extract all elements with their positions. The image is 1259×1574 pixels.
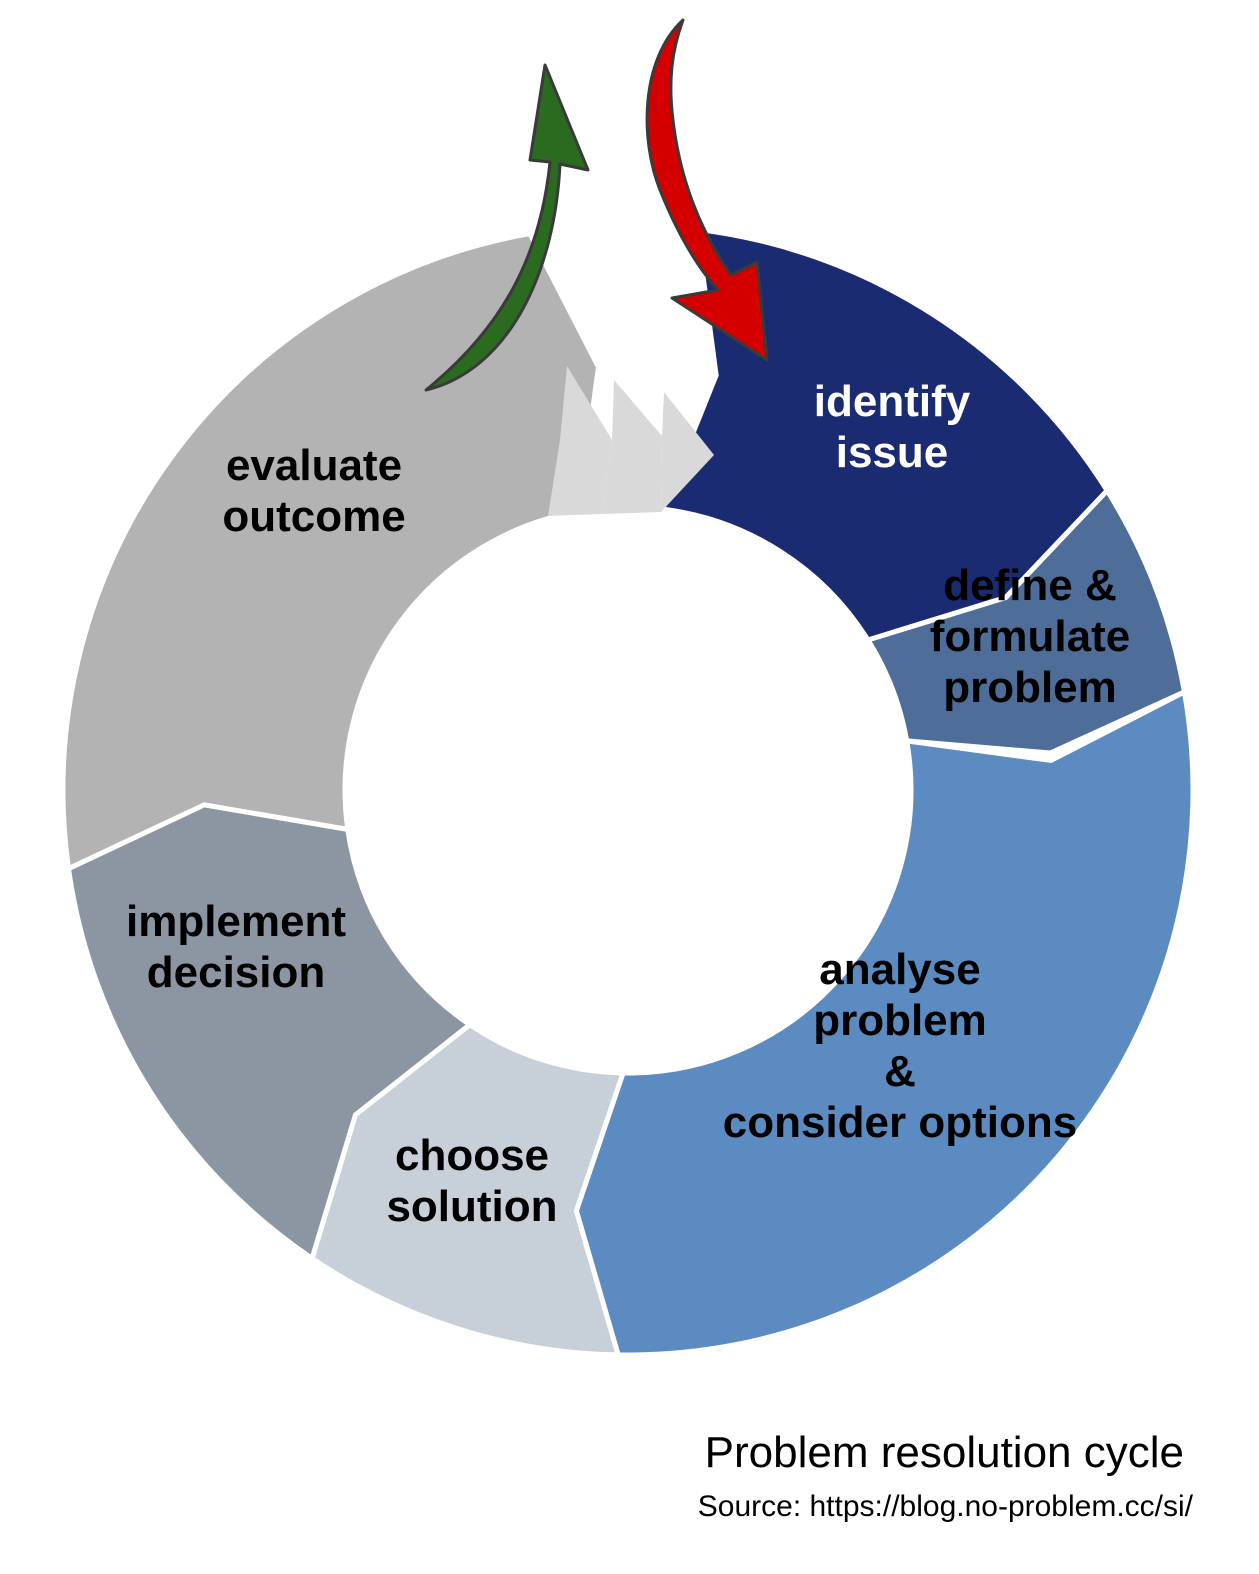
segment-evaluate bbox=[60, 230, 602, 873]
segment-identify bbox=[658, 226, 1111, 643]
label-line: formulate bbox=[930, 612, 1130, 661]
label-line: consider options bbox=[723, 1098, 1077, 1147]
segment-implement bbox=[65, 802, 474, 1263]
chevron-icon bbox=[548, 366, 612, 516]
label-line: evaluate bbox=[226, 441, 402, 490]
source-citation: Source: https://blog.no-problem.cc/si/ bbox=[697, 1490, 1193, 1523]
label-line: implement bbox=[126, 897, 346, 946]
label-line: outcome bbox=[222, 492, 405, 541]
label-line: analyse bbox=[819, 945, 980, 994]
chevron-icon bbox=[661, 392, 714, 512]
chevron-icon bbox=[602, 380, 662, 514]
flow-chevrons bbox=[548, 366, 714, 516]
label-line: problem bbox=[943, 663, 1117, 712]
entry-arrow-icon bbox=[645, 18, 769, 362]
diagram-title: Problem resolution cycle bbox=[704, 1428, 1184, 1477]
label-line: decision bbox=[147, 948, 326, 997]
label-line: identify bbox=[814, 377, 971, 426]
segment-analyse bbox=[573, 688, 1196, 1358]
label-line: & bbox=[884, 1047, 916, 1096]
label-line: define & bbox=[943, 561, 1117, 610]
label-line: issue bbox=[836, 428, 949, 477]
exit-arrow-icon bbox=[424, 63, 590, 392]
segment-define bbox=[864, 486, 1188, 756]
label-line: choose bbox=[395, 1131, 549, 1180]
label-line: problem bbox=[813, 996, 987, 1045]
label-line: solution bbox=[386, 1182, 557, 1231]
